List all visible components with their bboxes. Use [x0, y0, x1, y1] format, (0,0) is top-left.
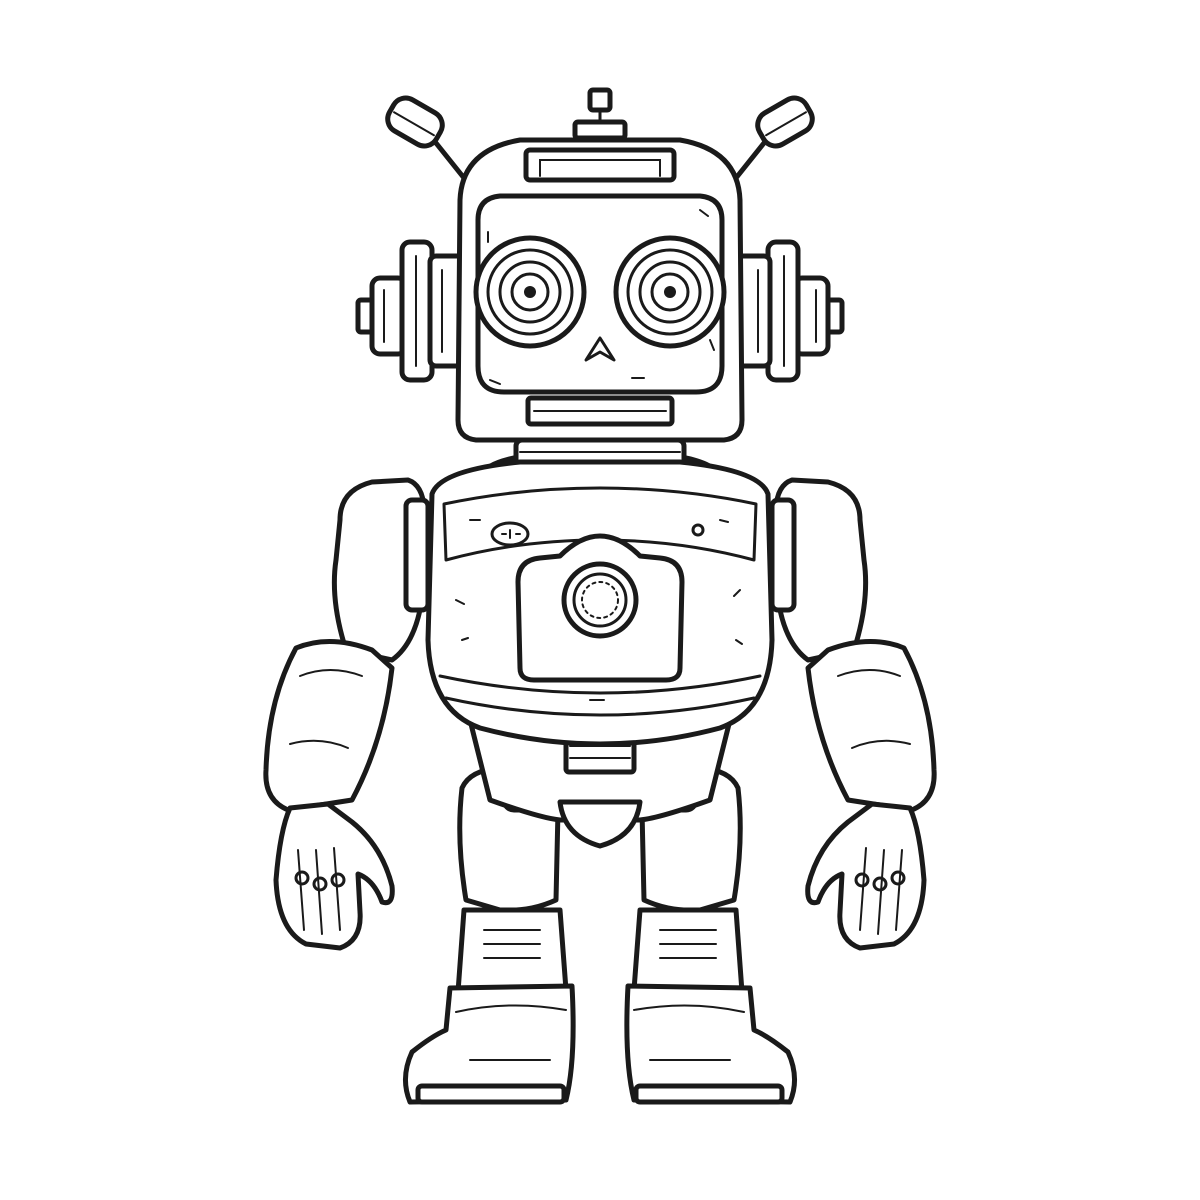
- top-antenna: [572, 87, 628, 141]
- left-ear: [355, 239, 467, 383]
- left-antenna: [385, 95, 475, 191]
- right-ear: [733, 239, 845, 383]
- right-arm: [769, 477, 937, 951]
- right-eye: [613, 235, 727, 349]
- robot-torso: [425, 459, 775, 849]
- left-arm: [263, 477, 431, 951]
- left-eye: [473, 235, 587, 349]
- right-antenna: [725, 95, 815, 191]
